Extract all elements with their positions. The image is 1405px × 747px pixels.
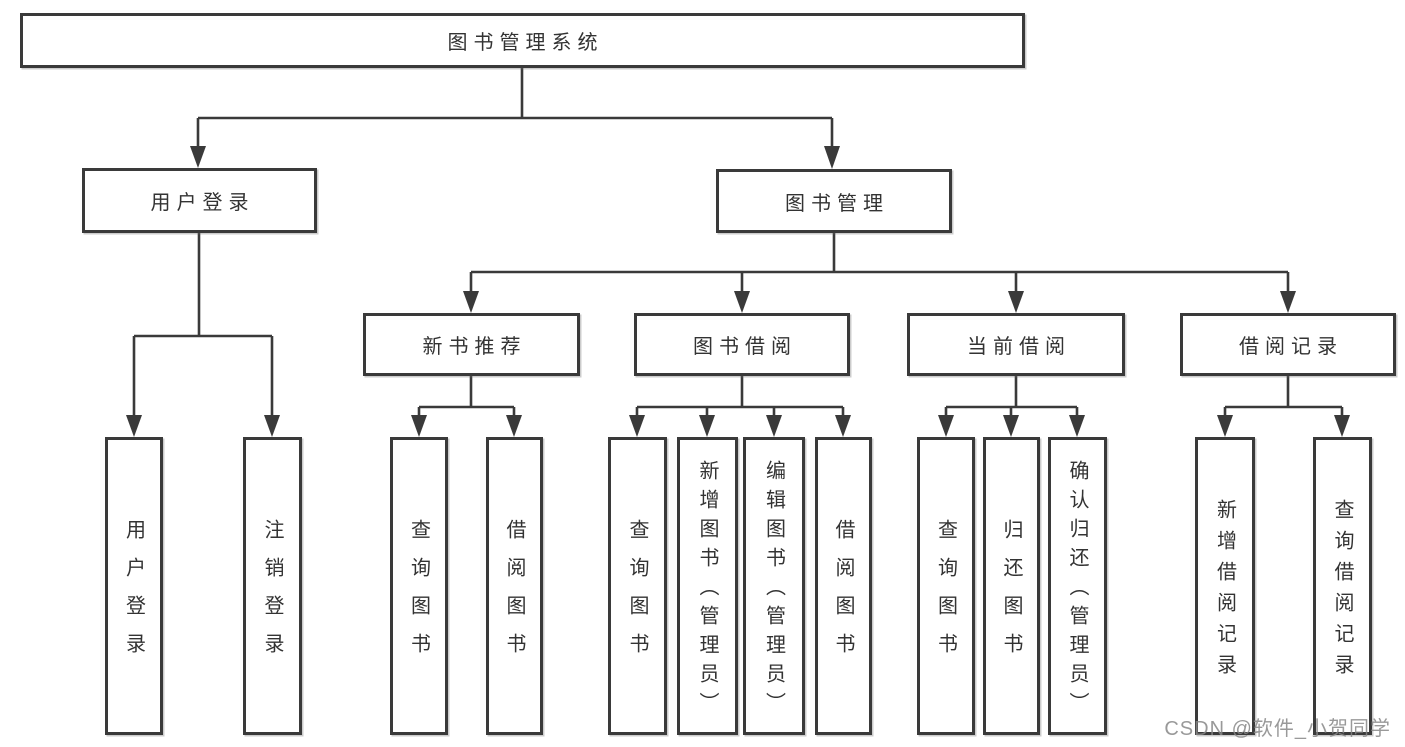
connector-current-borrow: [944, 376, 1079, 417]
node-root-label: 图书管理系统: [447, 32, 604, 54]
leaf-records-add-label: 新增借阅记录: [1213, 498, 1236, 685]
node-current-borrow: 当前借阅: [907, 313, 1125, 376]
leaf-newbook-query-label: 查询图书: [407, 519, 430, 671]
node-new-book-recommend-label: 新书推荐: [422, 336, 527, 358]
leaf-logout: 注销登录: [243, 437, 302, 735]
leaf-currentborrow-query-label: 查询图书: [934, 519, 957, 671]
leaf-user-login: 用户登录: [105, 437, 163, 735]
arrowheads: [126, 146, 1350, 437]
leaf-bookborrow-query-label: 查询图书: [626, 519, 648, 671]
leaf-bookborrow-add: 新增图书（管理员）: [677, 437, 738, 735]
node-user-login-label: 用户登录: [150, 192, 255, 214]
leaf-bookborrow-edit: 编辑图书（管理员）: [743, 437, 805, 735]
connector-user-login: [132, 232, 274, 417]
leaf-bookborrow-edit-label: 编辑图书（管理员）: [762, 460, 785, 721]
node-current-borrow-label: 当前借阅: [967, 336, 1071, 358]
node-book-borrow-label: 图书借阅: [693, 336, 797, 358]
connector-new-book: [417, 376, 516, 417]
leaf-currentborrow-confirm: 确认归还（管理员）: [1048, 437, 1107, 735]
leaf-currentborrow-return: 归还图书: [983, 437, 1040, 735]
node-book-management-label: 图书管理: [785, 192, 889, 215]
node-user-login: 用户登录: [82, 168, 317, 233]
leaf-records-query: 查询借阅记录: [1313, 437, 1372, 735]
node-book-borrow: 图书借阅: [634, 313, 850, 376]
leaf-currentborrow-query: 查询图书: [917, 437, 975, 735]
leaf-currentborrow-return-label: 归还图书: [1000, 519, 1022, 671]
leaf-records-query-label: 查询借阅记录: [1331, 498, 1353, 685]
leaf-newbook-borrow: 借阅图书: [486, 437, 543, 735]
leaf-currentborrow-confirm-label: 确认归还（管理员）: [1066, 460, 1088, 721]
leaf-logout-label: 注销登录: [261, 519, 283, 671]
node-new-book-recommend: 新书推荐: [363, 313, 580, 376]
connector-root: [196, 68, 834, 148]
node-root: 图书管理系统: [20, 13, 1025, 68]
leaf-bookborrow-add-label: 新增图书（管理员）: [696, 460, 718, 721]
leaf-bookborrow-borrow: 借阅图书: [815, 437, 872, 735]
leaf-user-login-label: 用户登录: [122, 519, 145, 671]
leaf-bookborrow-borrow-label: 借阅图书: [832, 519, 854, 671]
leaf-bookborrow-query: 查询图书: [608, 437, 667, 735]
csdn-watermark: CSDN @软件_小贺同学: [1164, 718, 1391, 740]
connector-borrow-records: [1223, 376, 1344, 417]
leaf-newbook-borrow-label: 借阅图书: [503, 519, 525, 671]
node-borrow-records: 借阅记录: [1180, 313, 1396, 376]
leaf-records-add: 新增借阅记录: [1195, 437, 1255, 735]
connector-book-borrow: [635, 376, 845, 417]
leaf-newbook-query: 查询图书: [390, 437, 448, 735]
connector-book-management: [469, 233, 1290, 293]
node-book-management: 图书管理: [716, 169, 952, 233]
node-borrow-records-label: 借阅记录: [1239, 336, 1343, 358]
